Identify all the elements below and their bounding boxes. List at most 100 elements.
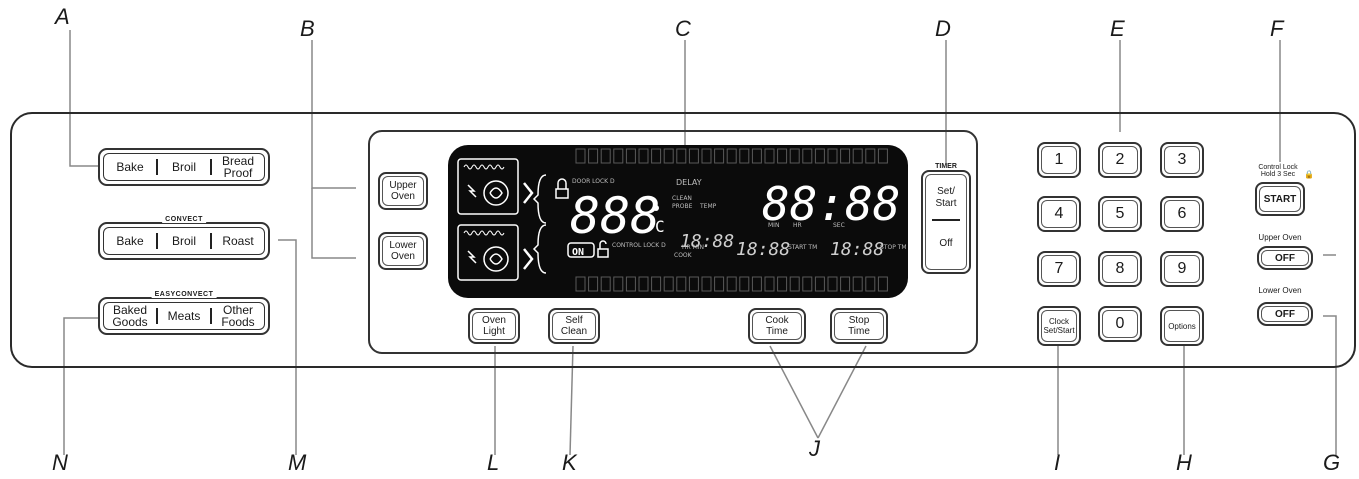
lower-oven-off-button[interactable]: OFF — [1257, 302, 1313, 326]
keypad-0[interactable]: 0 — [1098, 306, 1142, 342]
lcd-segment — [852, 148, 863, 164]
callout-k: K — [562, 450, 577, 475]
control-lock-hint: Control Lock Hold 3 Sec — [1258, 164, 1298, 178]
lcd-graphics: 888 C 88:88 18:88 18:88 18:88 ON DOOR LO… — [457, 148, 907, 292]
lcd-temp-unit: C — [655, 217, 665, 236]
lcd-segment — [814, 276, 825, 292]
upper-bracket — [532, 174, 547, 224]
clock-set-start-button[interactable]: Clock Set/Start — [1037, 306, 1081, 346]
options-button[interactable]: Options — [1160, 306, 1204, 346]
timer-off-button[interactable]: Off — [939, 238, 953, 249]
lcd-segment — [613, 148, 624, 164]
broil-button[interactable]: Broil — [156, 159, 210, 175]
lcd-segment — [625, 276, 636, 292]
convect-group: Bake Broil Roast — [98, 222, 270, 260]
lcd-segment — [840, 148, 851, 164]
lcd-segment — [739, 276, 750, 292]
bake-button[interactable]: Bake — [116, 160, 144, 174]
lcd-hr-min-text: HR MIN — [682, 244, 704, 251]
lcd-segment — [764, 276, 775, 292]
lcd-segment — [688, 276, 699, 292]
lcd-segment — [777, 148, 788, 164]
start-button[interactable]: START — [1255, 182, 1305, 216]
bread-proof-button[interactable]: Bread Proof — [210, 155, 264, 179]
keypad-7[interactable]: 7 — [1037, 251, 1081, 287]
keypad-8-label: 8 — [1115, 260, 1125, 277]
convect-bake-button[interactable]: Bake — [116, 234, 144, 248]
degree-dot — [653, 205, 659, 211]
other-foods-button[interactable]: Other Foods — [210, 304, 264, 328]
lcd-segment — [663, 148, 674, 164]
oven-light-label: Oven Light — [482, 315, 506, 337]
keypad-3-label: 3 — [1177, 151, 1187, 168]
upper-chevron-icon — [523, 182, 534, 204]
callout-d: D — [935, 16, 951, 41]
keypad-6[interactable]: 6 — [1160, 196, 1204, 232]
keypad-2[interactable]: 2 — [1098, 142, 1142, 178]
cook-time-label: Cook Time — [765, 315, 789, 337]
keypad-8[interactable]: 8 — [1098, 251, 1142, 287]
baked-goods-button[interactable]: Baked Goods — [112, 303, 148, 329]
lcd-segment — [852, 276, 863, 292]
lcd-probe-text: PROBE — [672, 203, 693, 210]
timer-button-group[interactable] — [921, 170, 971, 274]
lcd-segment — [676, 276, 687, 292]
cook-time-button[interactable]: Cook Time — [748, 308, 806, 344]
lcd-sec-text: SEC — [833, 222, 845, 229]
lcd-segment — [714, 148, 725, 164]
keypad-9[interactable]: 9 — [1160, 251, 1204, 287]
callout-c: C — [675, 16, 691, 41]
stop-time-button[interactable]: Stop Time — [830, 308, 888, 344]
lcd-segment — [726, 276, 737, 292]
lcd-on-text: ON — [572, 247, 584, 258]
upper-oven-off-label: Upper Oven — [1258, 233, 1302, 242]
lcd-segment — [777, 276, 788, 292]
lcd-segment — [714, 276, 725, 292]
lcd-temp-text: TEMP — [699, 203, 717, 210]
self-clean-label: Self Clean — [560, 315, 588, 337]
callout-j: J — [809, 436, 820, 461]
lower-bracket — [532, 224, 547, 274]
lcd-segment — [877, 276, 888, 292]
lcd-segment — [865, 148, 876, 164]
convect-broil-button[interactable]: Broil — [156, 233, 210, 249]
control-lock-icon — [599, 240, 607, 249]
lower-oven-icon — [457, 224, 519, 281]
callout-l: L — [487, 450, 500, 475]
lcd-segment — [701, 148, 712, 164]
keypad-4[interactable]: 4 — [1037, 196, 1081, 232]
lcd-segment — [625, 148, 636, 164]
lcd-stop-time: 18:88 — [830, 239, 884, 260]
lcd-segment — [588, 148, 599, 164]
options-label: Options — [1168, 321, 1196, 331]
keypad-3[interactable]: 3 — [1160, 142, 1204, 178]
lcd-segment — [588, 276, 599, 292]
clock-set-start-label: Clock Set/Start — [1043, 317, 1075, 335]
callout-f: F — [1270, 16, 1284, 41]
convect-label: CONVECT — [162, 216, 206, 223]
upper-oven-button[interactable]: Upper Oven — [378, 172, 428, 210]
keypad-7-label: 7 — [1054, 260, 1064, 277]
callout-i: I — [1054, 450, 1061, 475]
lcd-segment — [739, 148, 750, 164]
stop-time-label: Stop Time — [848, 315, 870, 337]
lcd-cook-time: 18:88 — [680, 231, 734, 252]
keypad-5-label: 5 — [1115, 205, 1125, 222]
lcd-segment — [840, 276, 851, 292]
callout-b: B — [300, 16, 315, 41]
keypad-1[interactable]: 1 — [1037, 142, 1081, 178]
upper-oven-off-button[interactable]: OFF — [1257, 246, 1313, 270]
keypad-2-label: 2 — [1115, 151, 1125, 168]
convect-roast-button[interactable]: Roast — [210, 233, 264, 249]
keypad-5[interactable]: 5 — [1098, 196, 1142, 232]
lcd-segment — [600, 276, 611, 292]
lower-oven-button[interactable]: Lower Oven — [378, 232, 428, 270]
lcd-segment — [701, 276, 712, 292]
timer-set-start-button[interactable]: Set/ Start — [935, 186, 957, 209]
lcd-segment — [751, 148, 762, 164]
oven-light-button[interactable]: Oven Light — [468, 308, 520, 344]
callout-m: M — [288, 450, 307, 475]
lcd-segment — [651, 148, 662, 164]
meats-button[interactable]: Meats — [156, 308, 210, 324]
self-clean-button[interactable]: Self Clean — [548, 308, 600, 344]
